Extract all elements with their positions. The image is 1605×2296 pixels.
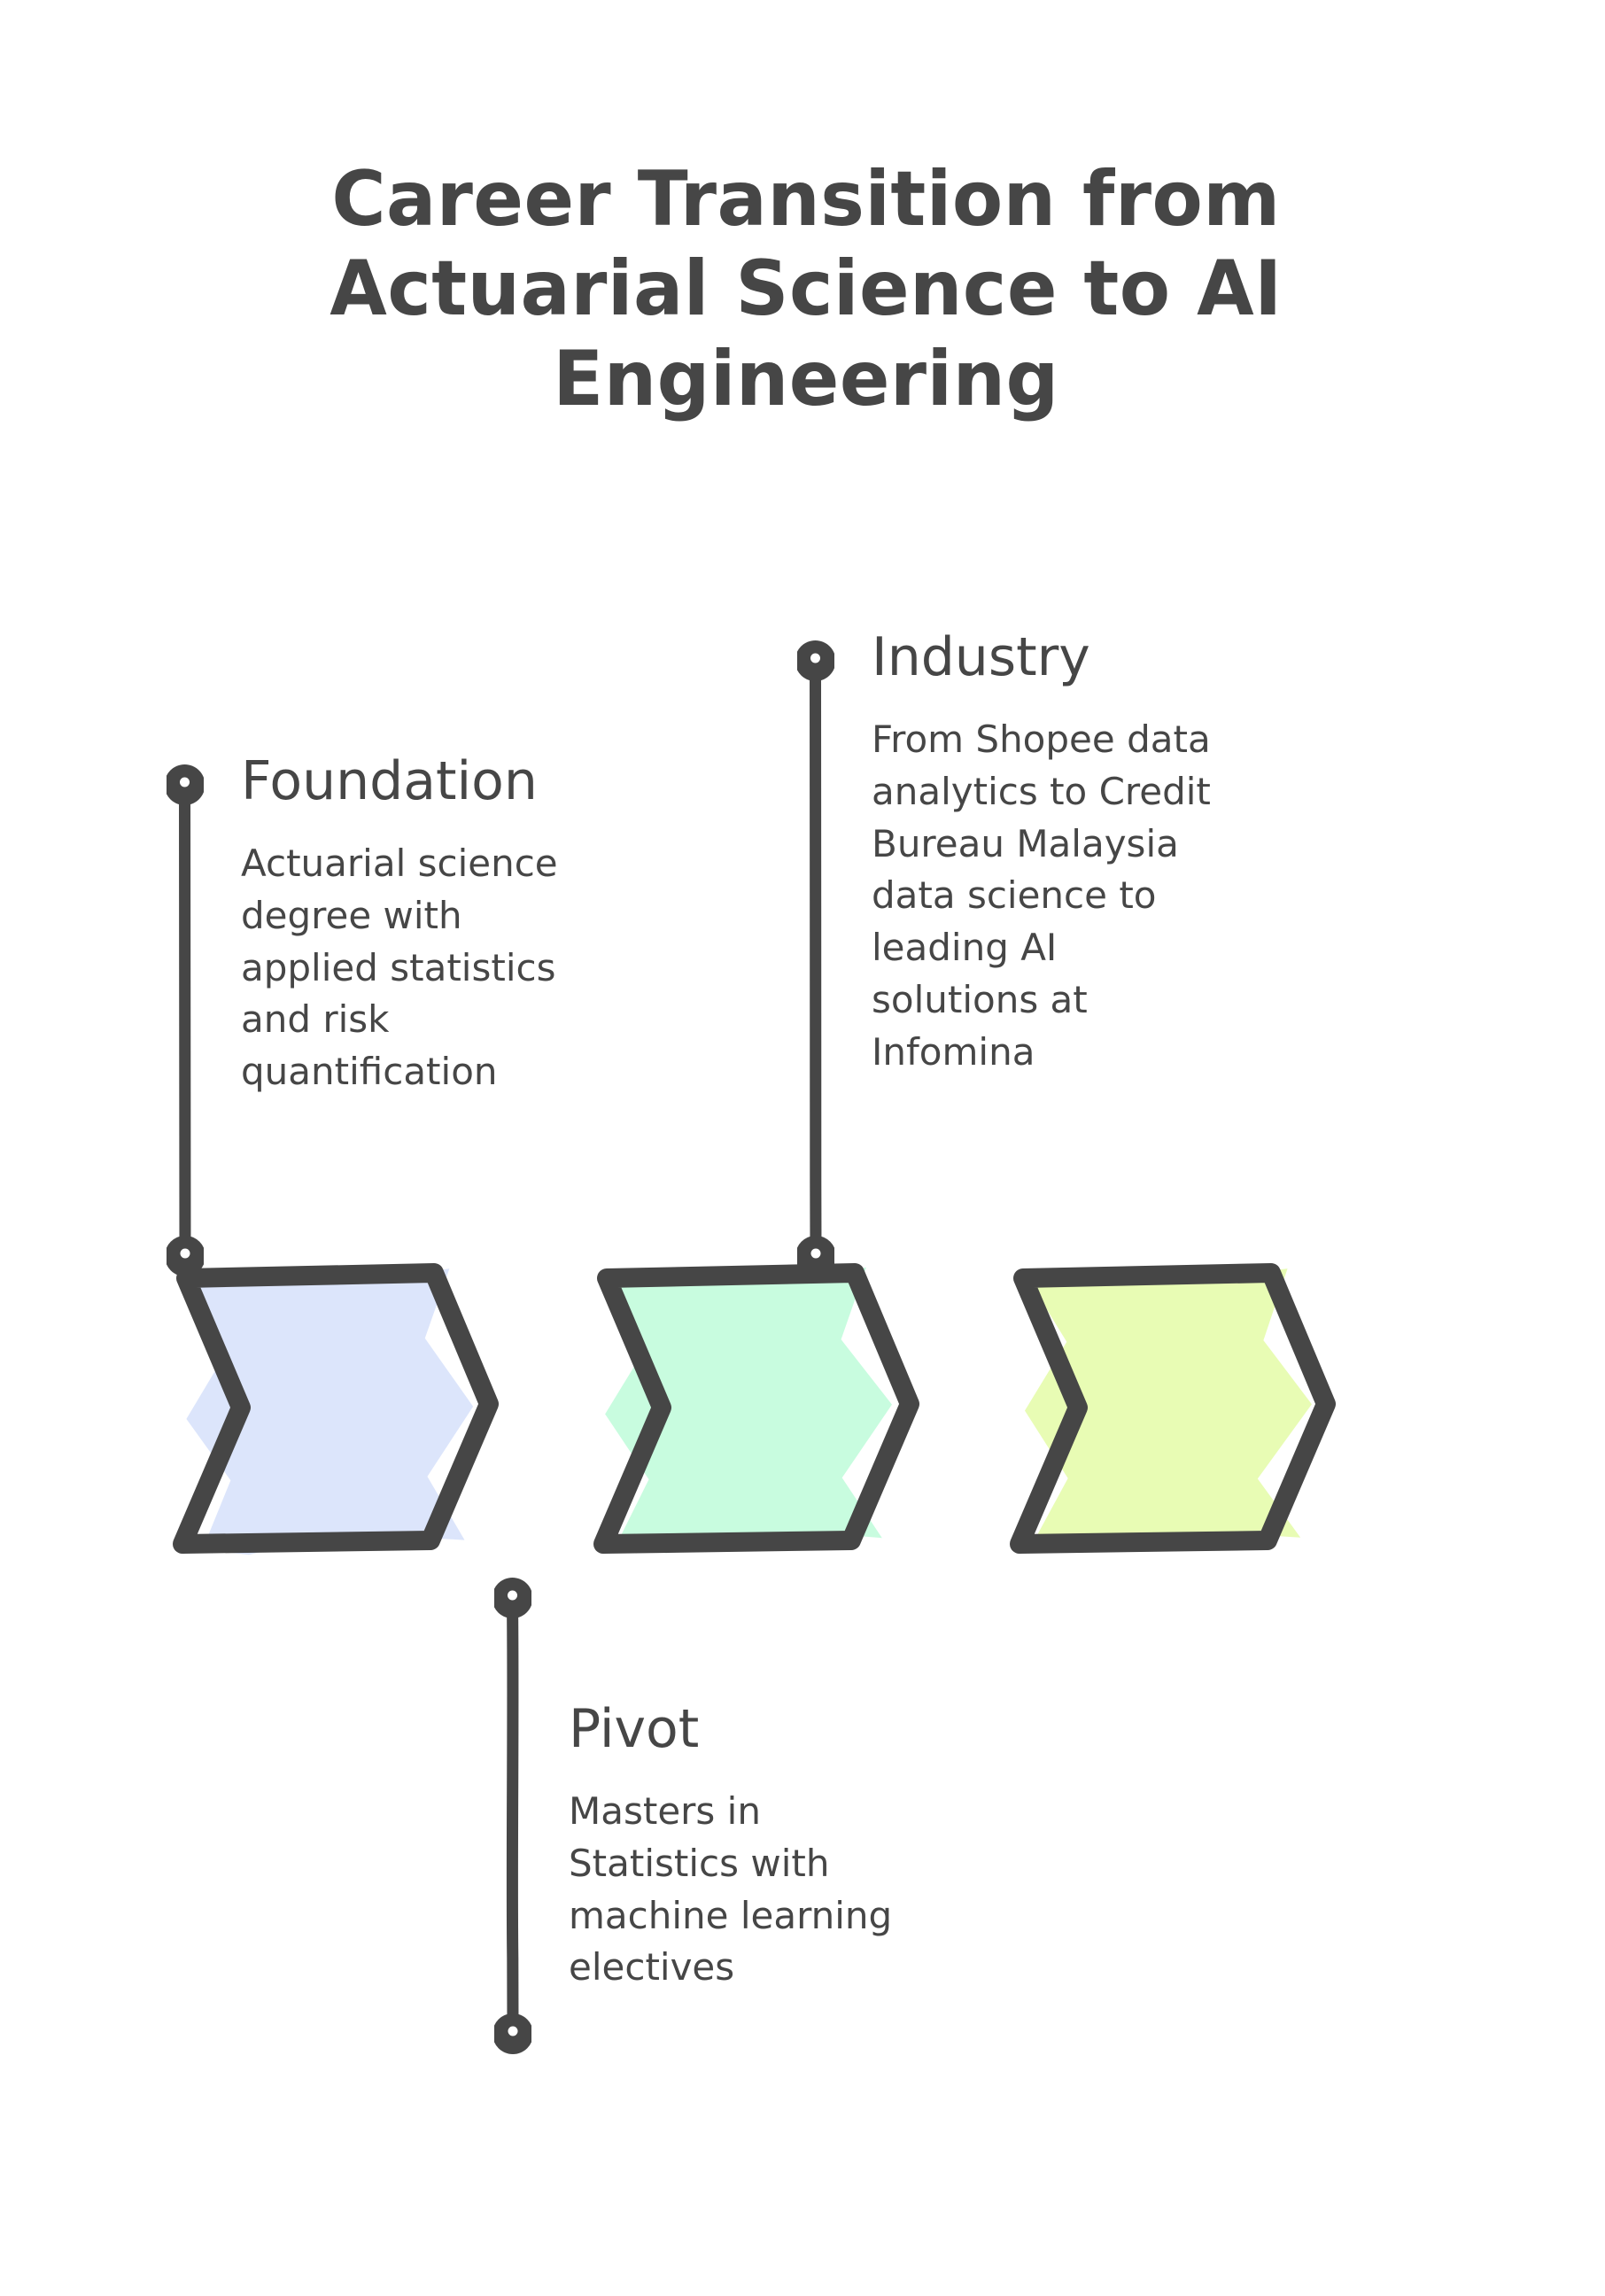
chevron-3[interactable] [1005,1262,1351,1555]
timeline-rail-foundation [167,764,204,1276]
timeline-item-foundation[interactable]: Foundation Actuarial science degree with… [167,755,663,1286]
chevron-2-outline [593,1263,919,1554]
page-title-line-1: Career Transition from [331,155,1281,244]
timeline-text-foundation: Foundation Actuarial science degree with… [241,755,657,1098]
timeline-rail-pivot [494,1578,531,2054]
timeline-heading-industry: Industry [872,626,1090,688]
timeline-rail-industry [797,640,834,1276]
chevron-3-fill [1024,1268,1312,1549]
timeline-body-pivot: Masters in Statistics with machine learn… [569,1789,893,1990]
timeline-body-industry: From Shopee data analytics to Credit Bur… [872,718,1211,1074]
chevron-1[interactable] [168,1262,514,1555]
timeline-text-pivot: Pivot Masters in Statistics with machine… [569,1703,1029,1994]
page-title-line-3: Engineering [553,334,1059,423]
timeline-item-pivot[interactable]: Pivot Masters in Statistics with machine… [494,1568,1043,2064]
chevron-2[interactable] [589,1262,934,1555]
page-title-line-2: Actuarial Science to AI [330,244,1283,334]
timeline-body-foundation: Actuarial science degree with applied st… [241,842,558,1094]
timeline-heading-foundation: Foundation [241,750,538,812]
chevron-1-outline [173,1263,499,1554]
timeline-heading-pivot: Pivot [569,1698,700,1760]
page-title: Career Transition from Actuarial Science… [186,155,1426,424]
timeline-text-industry: Industry From Shopee data analytics to C… [872,631,1354,1079]
chevron-1-fill [186,1268,474,1555]
timeline-item-industry[interactable]: Industry From Shopee data analytics to C… [797,631,1364,1286]
chevron-3-outline [1010,1263,1336,1554]
chevron-2-fill [605,1267,892,1554]
